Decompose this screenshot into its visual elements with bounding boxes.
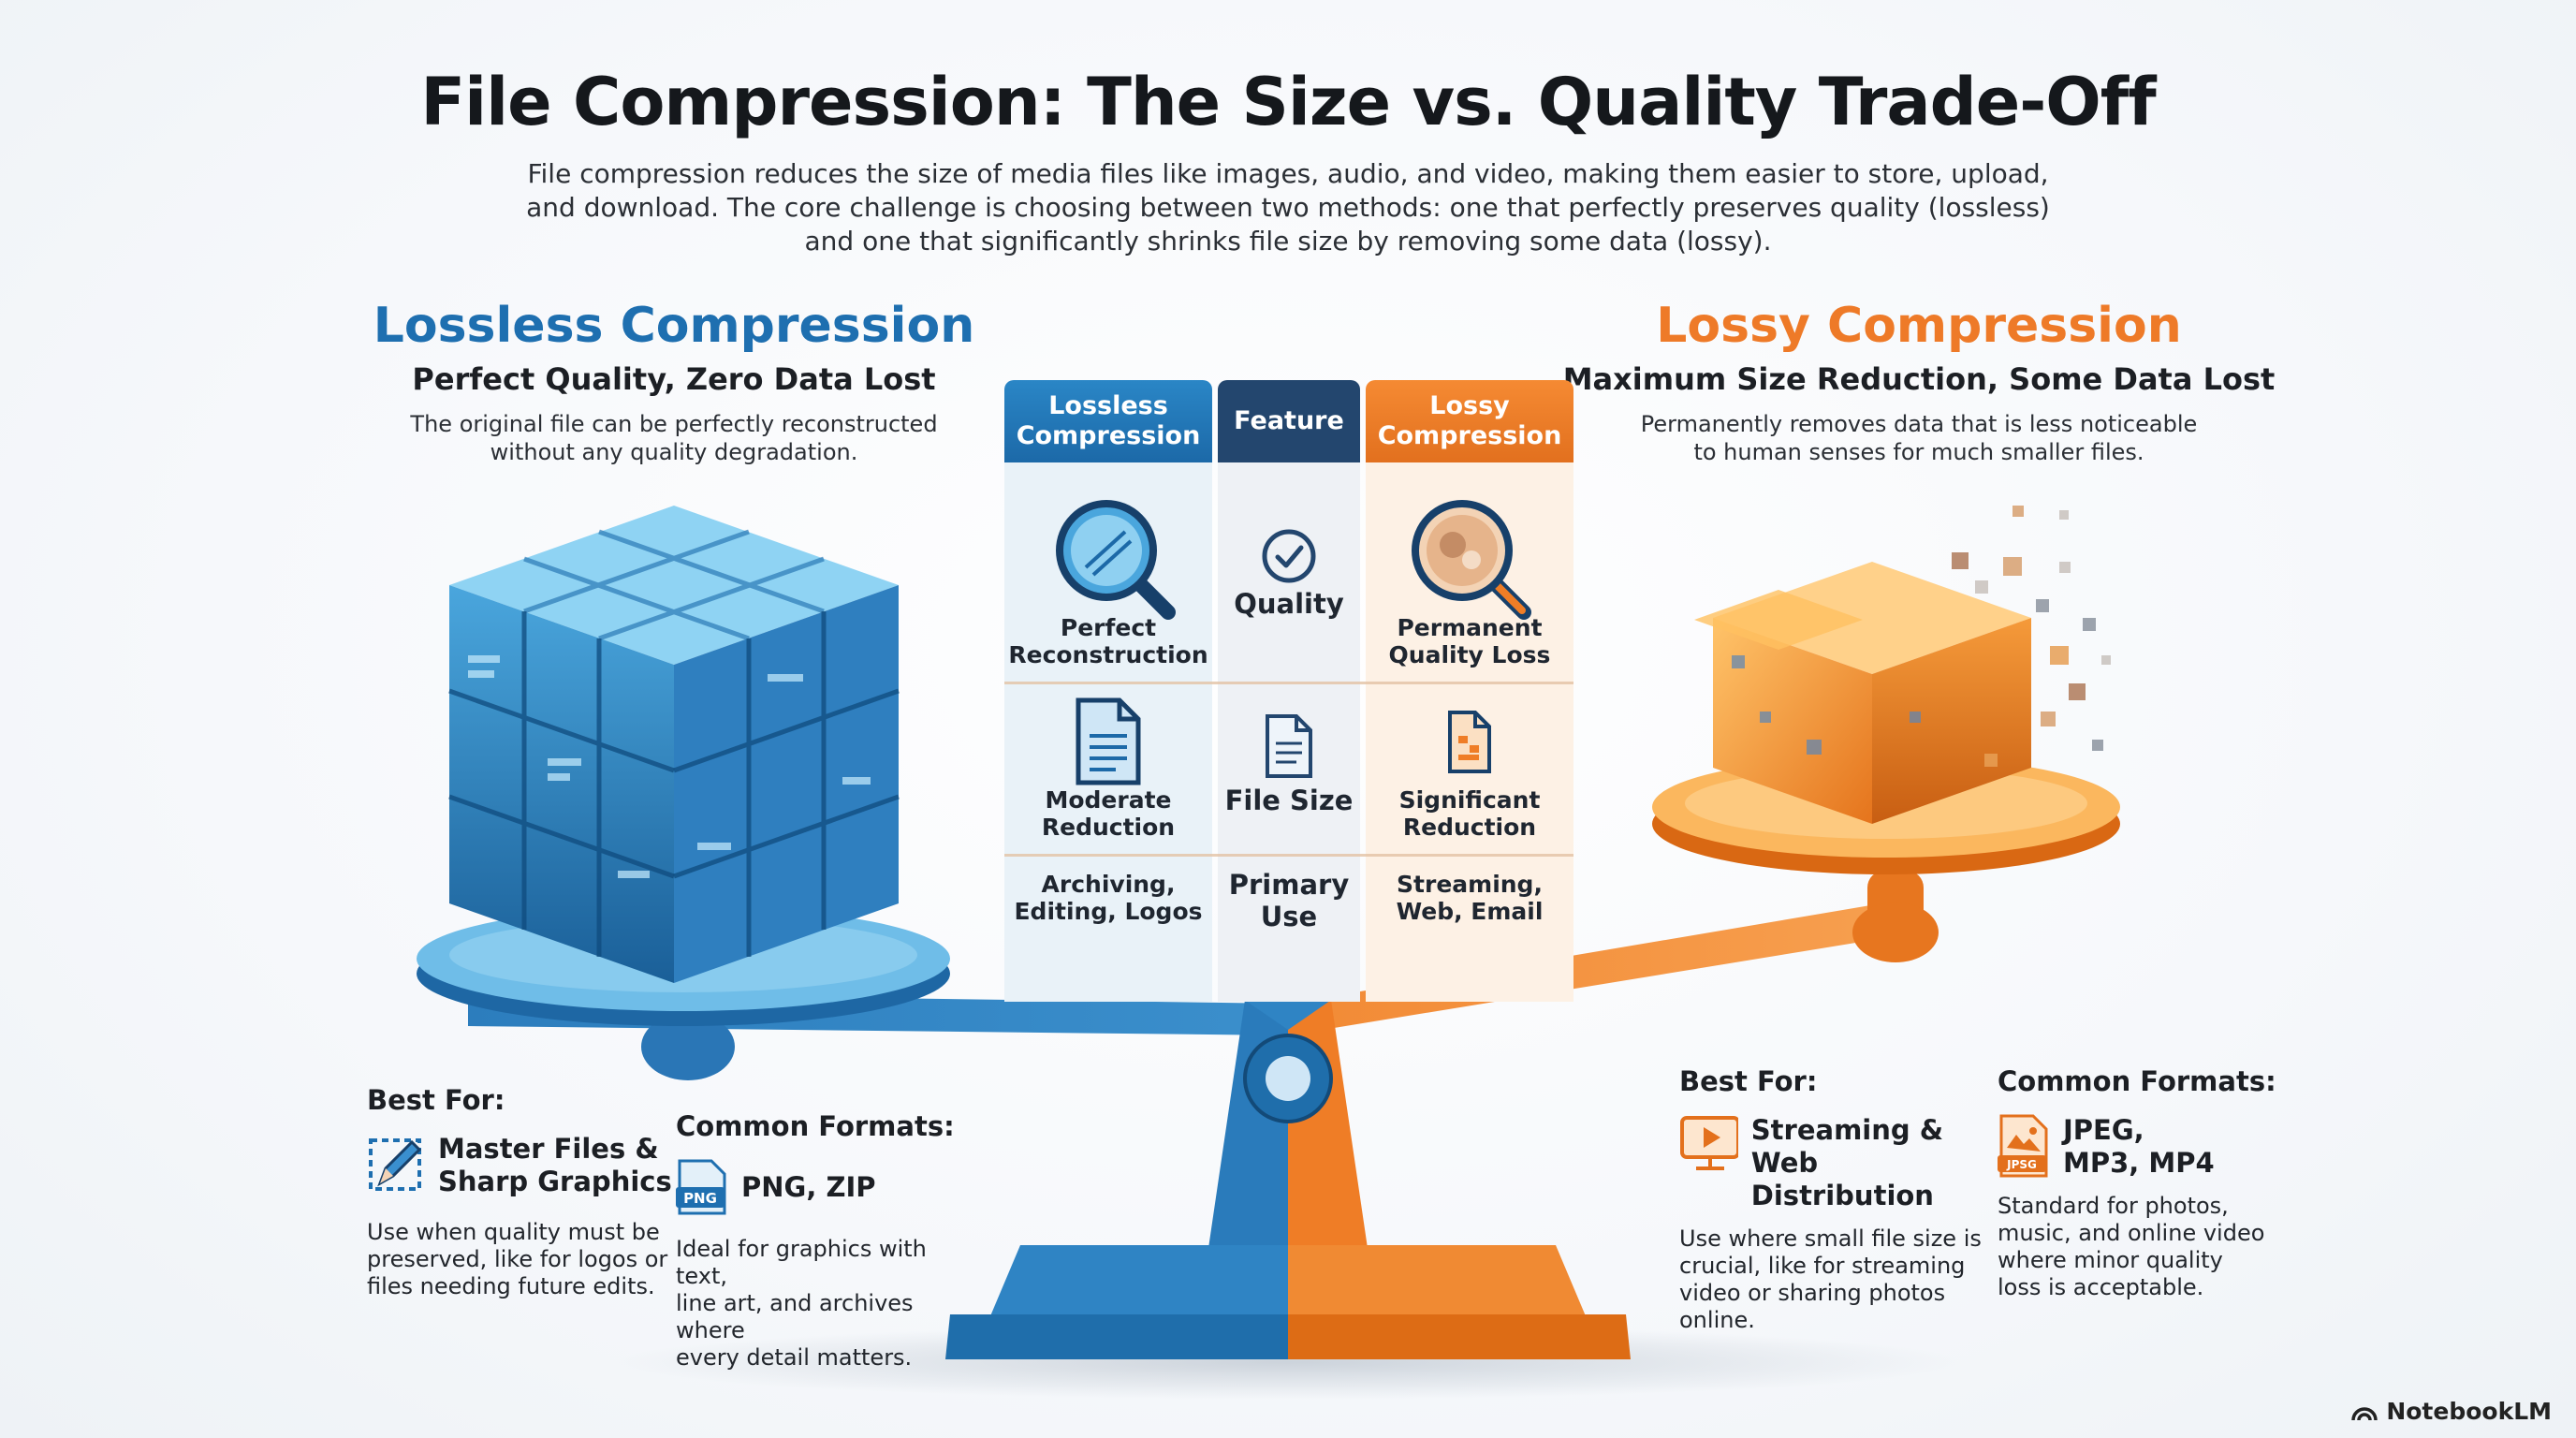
small-document-icon [1448,711,1491,773]
lossy-heading: Lossy Compression Maximum Size Reduction… [1562,298,2276,465]
document-icon [1076,697,1141,785]
lossless-data-cube [448,506,900,983]
base-right [1288,1245,1591,1329]
cell-feature-filesize: File Size [1224,785,1354,816]
base-left [985,1245,1288,1329]
pivot-inner [1266,1056,1310,1101]
lossy-best-for: Best For: Streaming & Web Distribution U… [1679,1065,1982,1333]
png-file-icon: PNG [676,1159,726,1215]
lossless-common-formats: Common Formats: PNG PNG, ZIP Ideal for g… [676,1110,955,1371]
lossy-common-formats: Common Formats: JPSG JPEG, MP3, MP4 Stan… [1998,1065,2276,1300]
notebooklm-logo-icon [2351,1406,2378,1420]
lossless-heading: Lossless Compression Perfect Quality, Ze… [373,298,975,465]
jpeg-icon-label: JPSG [2006,1158,2037,1171]
file-icon [1266,714,1312,778]
row-divider [1004,854,1573,857]
magnifier-clear-icon [1056,500,1176,620]
table-header-feature: Feature [1218,380,1360,462]
lossless-best-for: Best For: Master Files & Sharp Graphics … [367,1084,672,1299]
png-icon-label: PNG [683,1190,717,1207]
page-title: File Compression: The Size vs. Quality T… [420,64,2156,140]
cell-lossy-use: Streaming,Web, Email [1396,871,1544,925]
pencil-ruler-icon [369,1138,422,1191]
magnifier-blurry-icon [1412,500,1531,620]
intro-text: File compression reduces the size of med… [526,158,2050,257]
video-play-icon [1680,1116,1738,1170]
cell-lossless-use: Archiving,Editing, Logos [1014,871,1203,925]
jpeg-image-file-icon: JPSG [1998,1114,2048,1178]
check-circle-icon [1262,529,1316,583]
row-divider [1004,682,1573,684]
cell-feature-quality: Quality [1234,588,1344,620]
lossy-data-cube [1694,506,2111,824]
notebooklm-brand: NotebookLM [2350,1398,2552,1425]
fulcrum-right [1288,992,1368,1255]
